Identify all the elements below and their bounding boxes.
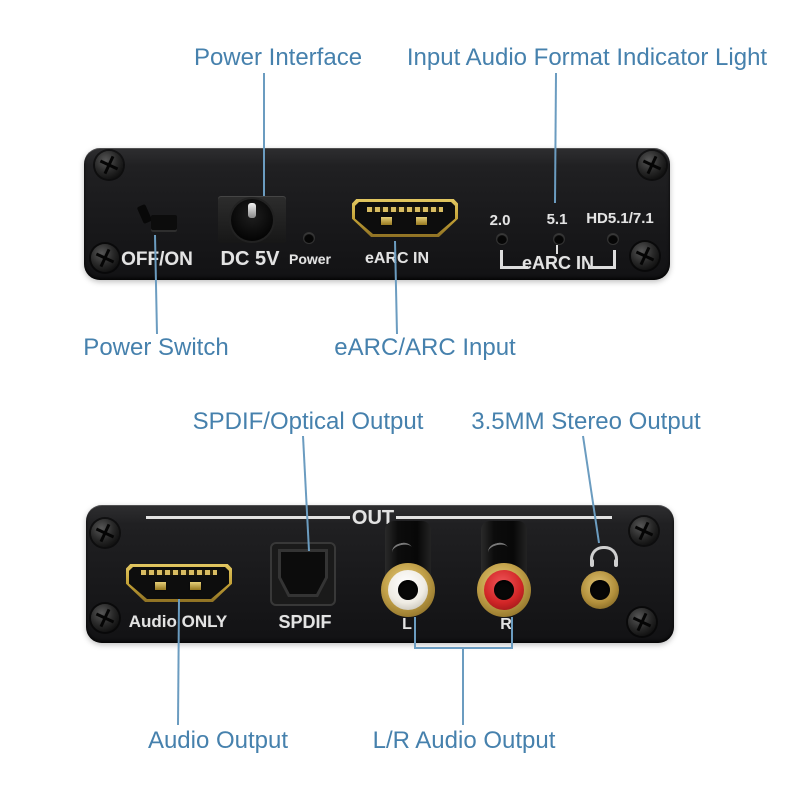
power-led-label: Power	[288, 251, 332, 267]
line-indicator-light	[554, 72, 557, 204]
callout-power-switch: Power Switch	[83, 334, 229, 361]
rca-right-label: R	[500, 616, 512, 633]
power-led	[304, 233, 314, 243]
spdif-label: SPDIF	[278, 612, 332, 632]
headphone-icon	[590, 546, 618, 567]
bracket-label: eARC IN	[521, 253, 595, 273]
screw-icon	[630, 517, 658, 545]
hdmi-port-label: eARC IN	[364, 250, 430, 267]
out-rule-right	[396, 516, 612, 519]
stereo-3-5mm-jack	[581, 571, 619, 609]
screw-icon	[91, 244, 119, 272]
line-stereo-output	[582, 435, 600, 544]
switch-label: OFF/ON	[121, 249, 193, 270]
screw-icon	[95, 151, 123, 179]
rca-left-label: L	[402, 616, 412, 633]
spdif-port-cavity	[281, 552, 325, 594]
dc-power-jack	[218, 196, 286, 243]
rca-jack-left-white	[381, 563, 435, 617]
bracket-right	[588, 250, 616, 269]
line-power-switch	[154, 234, 158, 335]
screw-icon	[631, 242, 659, 270]
bracket-left	[500, 250, 528, 269]
line-earc-input	[394, 240, 398, 335]
out-label: OUT	[351, 507, 395, 529]
dc-jack-pin	[248, 203, 256, 218]
line-audio-output	[177, 598, 180, 726]
format-led-hd	[608, 234, 618, 244]
screw-icon	[91, 604, 119, 632]
screw-icon	[638, 151, 666, 179]
callout-earc-arc-input: eARC/ARC Input	[334, 334, 516, 361]
rear-device-panel: OFF/ON DC 5V Power eARC IN 2.0 5.1 HD5.1…	[84, 148, 670, 280]
power-switch-body	[151, 215, 177, 232]
callout-power-interface: Power Interface	[193, 44, 363, 71]
screw-icon	[628, 608, 656, 636]
callout-input-audio-format-indicator-light: Input Audio Format Indicator Light	[406, 44, 768, 71]
led-label-5_1: 5.1	[546, 211, 568, 228]
format-led-2_0	[497, 234, 507, 244]
led-label-2_0: 2.0	[489, 212, 511, 229]
hdmi-audio-only-port	[126, 564, 232, 602]
out-rule-left	[146, 516, 350, 519]
line-spdif-output	[302, 435, 310, 552]
dc-label: DC 5V	[220, 248, 280, 270]
bracket-lr-jacks	[414, 617, 513, 649]
rca-jack-right-red	[477, 563, 531, 617]
bracket-tick	[556, 245, 558, 254]
hdmi-earc-in-port	[352, 199, 458, 237]
format-led-5_1	[554, 234, 564, 244]
spdif-optical-port	[270, 542, 336, 606]
callout-audio-output: Audio Output	[147, 727, 289, 754]
front-device-panel: OUT Audio ONLY SPDIF L	[86, 505, 674, 643]
callout-spdif-optical-output: SPDIF/Optical Output	[192, 408, 424, 435]
callout-lr-audio-output: L/R Audio Output	[372, 727, 556, 754]
led-label-hd5_1-7_1: HD5.1/7.1	[586, 210, 654, 227]
screw-icon	[91, 519, 119, 547]
callout-3-5mm-stereo-output: 3.5MM Stereo Output	[471, 408, 701, 435]
